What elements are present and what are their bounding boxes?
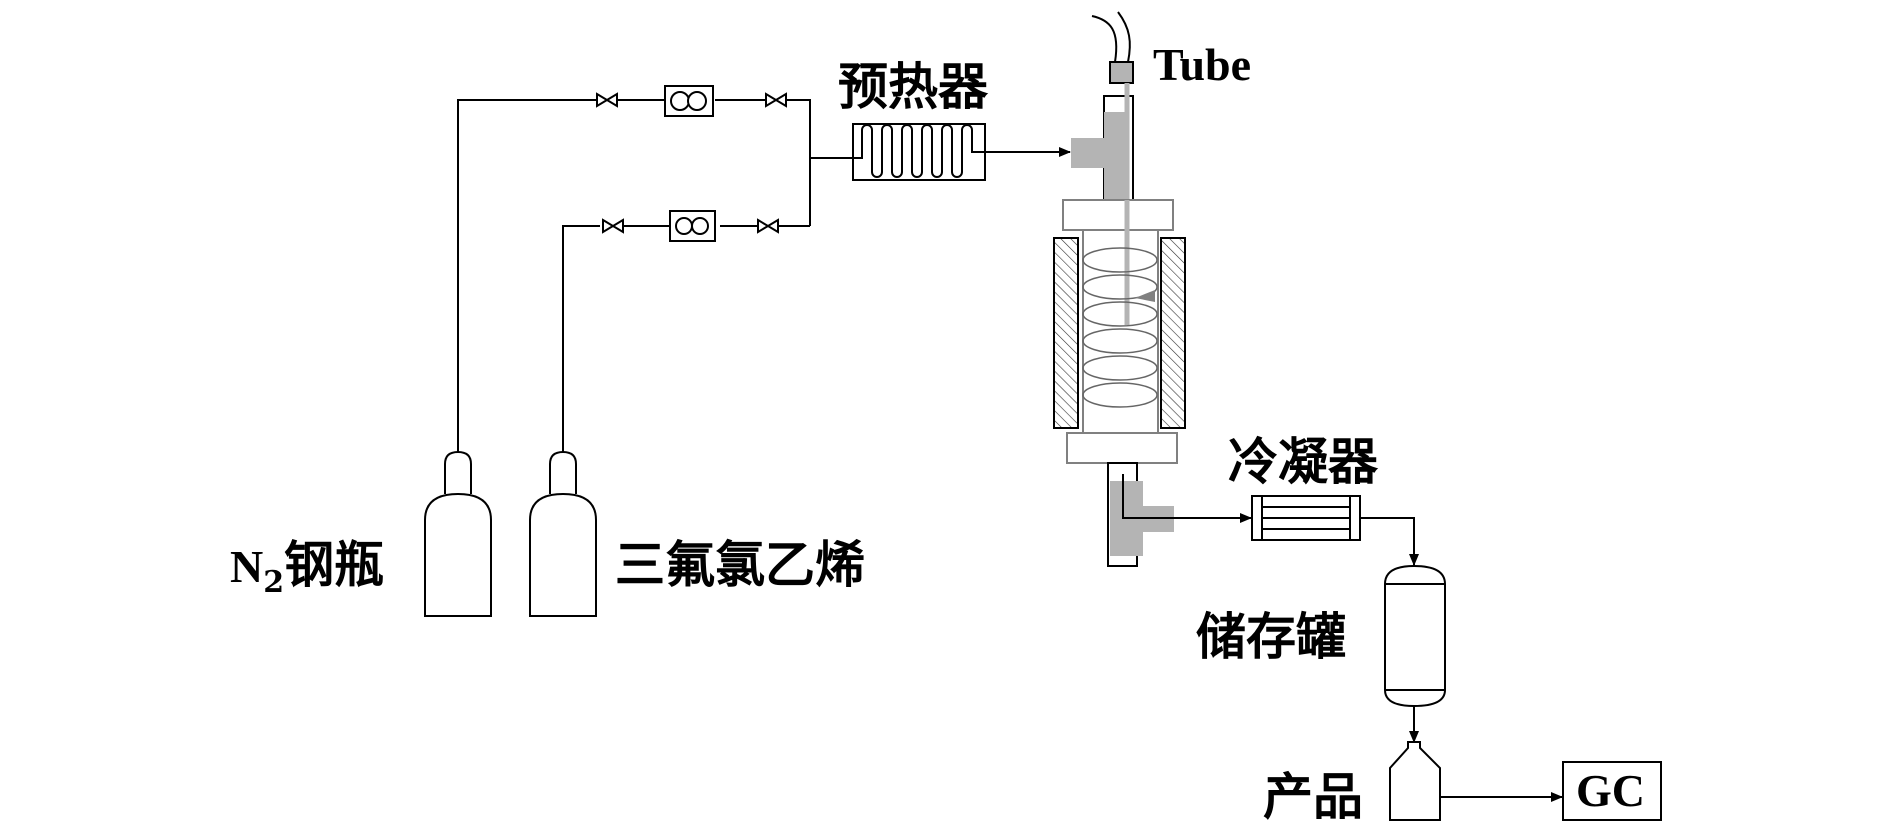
n2-subscript: 2 (263, 565, 285, 600)
reactor-coil (1082, 247, 1158, 408)
reactor (1062, 199, 1178, 464)
reactor-outlet-tee (1107, 462, 1252, 567)
tfce-flowmeter (669, 210, 716, 242)
product-bottle (1389, 741, 1441, 821)
valve-icon[interactable] (757, 218, 779, 234)
tfce-cylinder (529, 450, 597, 617)
n2-prefix: N (230, 541, 264, 592)
product-label: 产品 (1263, 767, 1363, 826)
valve-icon[interactable] (596, 92, 618, 108)
tube-label: Tube (1153, 39, 1252, 90)
n2-flowmeter (664, 85, 714, 117)
preheater-label: 预热器 (838, 57, 988, 116)
valve-icon[interactable] (602, 218, 624, 234)
storage-tank (1384, 564, 1446, 708)
n2-feed-line (457, 99, 602, 452)
condenser (1251, 495, 1361, 541)
heater-right (1160, 237, 1186, 429)
tfce-cylinder-label: 三氟氯乙烯 (615, 535, 865, 594)
tfce-feed-line (562, 225, 600, 452)
thermocouple-tip (1135, 290, 1155, 302)
valve-icon[interactable] (765, 92, 787, 108)
gc-label: GC (1576, 765, 1645, 816)
condenser-label: 冷凝器 (1228, 432, 1378, 491)
n2-cylinder-label: N2钢瓶 (230, 540, 384, 598)
gc-box (1562, 761, 1662, 821)
n2-cylinder (424, 450, 492, 617)
heater-left (1053, 237, 1079, 429)
n2-cylinder-text: 钢瓶 (284, 535, 385, 594)
storage-tank-label: 储存罐 (1196, 607, 1346, 666)
preheater (852, 123, 986, 181)
